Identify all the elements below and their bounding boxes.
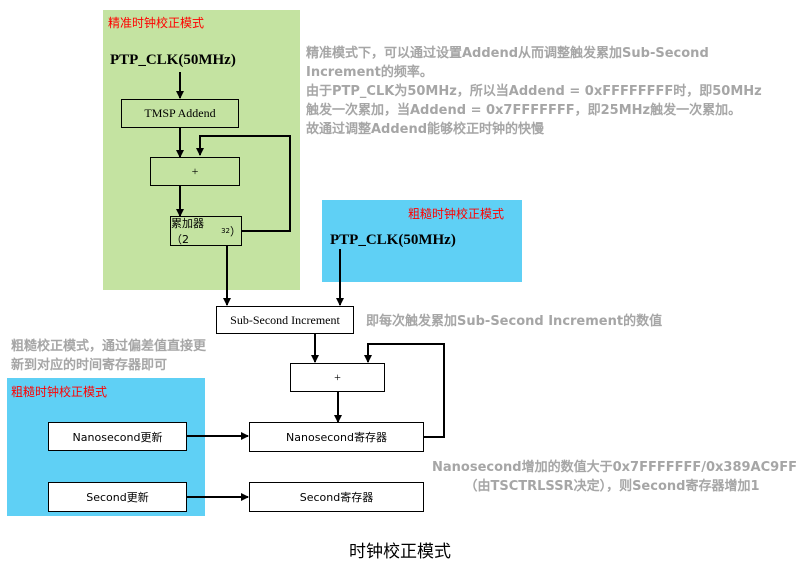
figure-caption: 时钟校正模式 [349,542,451,562]
precise-note-line: Increment的频率。 [306,65,433,80]
nanosecond-register-box: Nanosecond寄存器 [249,422,424,452]
nanosecond-update-box: Nanosecond更新 [48,422,187,451]
adder-mid-label: + [334,370,341,384]
accumulator-exponent: 32 [221,227,230,235]
second-register-box: Second寄存器 [249,482,424,512]
second-update-label: Second更新 [86,491,149,504]
adder-box-top: + [150,157,240,186]
accumulator-label: 累加器（2 [171,217,204,246]
coarse-mode-title-top: 粗糙时钟校正模式 [408,207,505,221]
overflow-note-line: （由TSCTRLSSR决定），则Second寄存器增加1 [464,479,760,494]
feedback-accumulator-to-adder [196,135,291,232]
ptp-clk-label-coarse: PTP_CLK(50MHz) [330,232,456,248]
overflow-note: Nanosecond增加的数值大于0x7FFFFFFF/0x389AC9FF （… [432,458,797,496]
coarse-note-line: 粗糙校正模式，通过偏差值直接更 [11,339,207,354]
precise-mode-title: 精准时钟校正模式 [108,16,205,30]
precise-mode-note: 精准模式下，可以通过设置Addend从而调整触发累加Sub-Second Inc… [306,44,796,139]
tmsp-addend-label: TMSP Addend [144,106,216,120]
adder-box-mid: + [290,363,385,392]
accumulator-box: 累加器（2 32） [170,216,242,246]
overflow-note-line: Nanosecond增加的数值大于0x7FFFFFFF/0x389AC9FF [432,460,797,475]
coarse-mode-panel-top [322,200,522,282]
increment-note: 即每次触发累加Sub-Second Increment的数值 [366,314,663,329]
coarse-note-line: 新到对应的时间寄存器即可 [11,358,168,373]
precise-note-line: 触发一次累加，当Addend = 0x7FFFFFFF，即25MHz触发一次累加… [306,103,742,118]
nanosecond-update-label: Nanosecond更新 [72,430,163,444]
adder-top-label: + [191,164,199,178]
precise-note-line: 精准模式下，可以通过设置Addend从而调整触发累加Sub-Second [306,46,709,61]
coarse-mode-note: 粗糙校正模式，通过偏差值直接更 新到对应的时间寄存器即可 [11,337,206,375]
precise-note-line: 故通过调整Addend能够校正时钟的快慢 [306,122,545,137]
precise-note-line: 由于PTP_CLK为50MHz，所以当Addend = 0xFFFFFFFF时，… [306,84,762,99]
second-update-box: Second更新 [48,482,187,512]
accumulator-close: ） [230,225,241,238]
sub-second-increment-box: Sub-Second Increment [216,306,354,334]
sub-second-increment-label: Sub-Second Increment [230,312,340,327]
second-register-label: Second寄存器 [299,491,374,504]
ptp-clk-label-precise: PTP_CLK(50MHz) [110,52,236,68]
tmsp-addend-box: TMSP Addend [121,99,239,128]
nanosecond-register-label: Nanosecond寄存器 [286,431,387,444]
feedback-ns-register-to-adder [364,343,445,438]
coarse-mode-title-left: 粗糙时钟校正模式 [11,385,108,399]
